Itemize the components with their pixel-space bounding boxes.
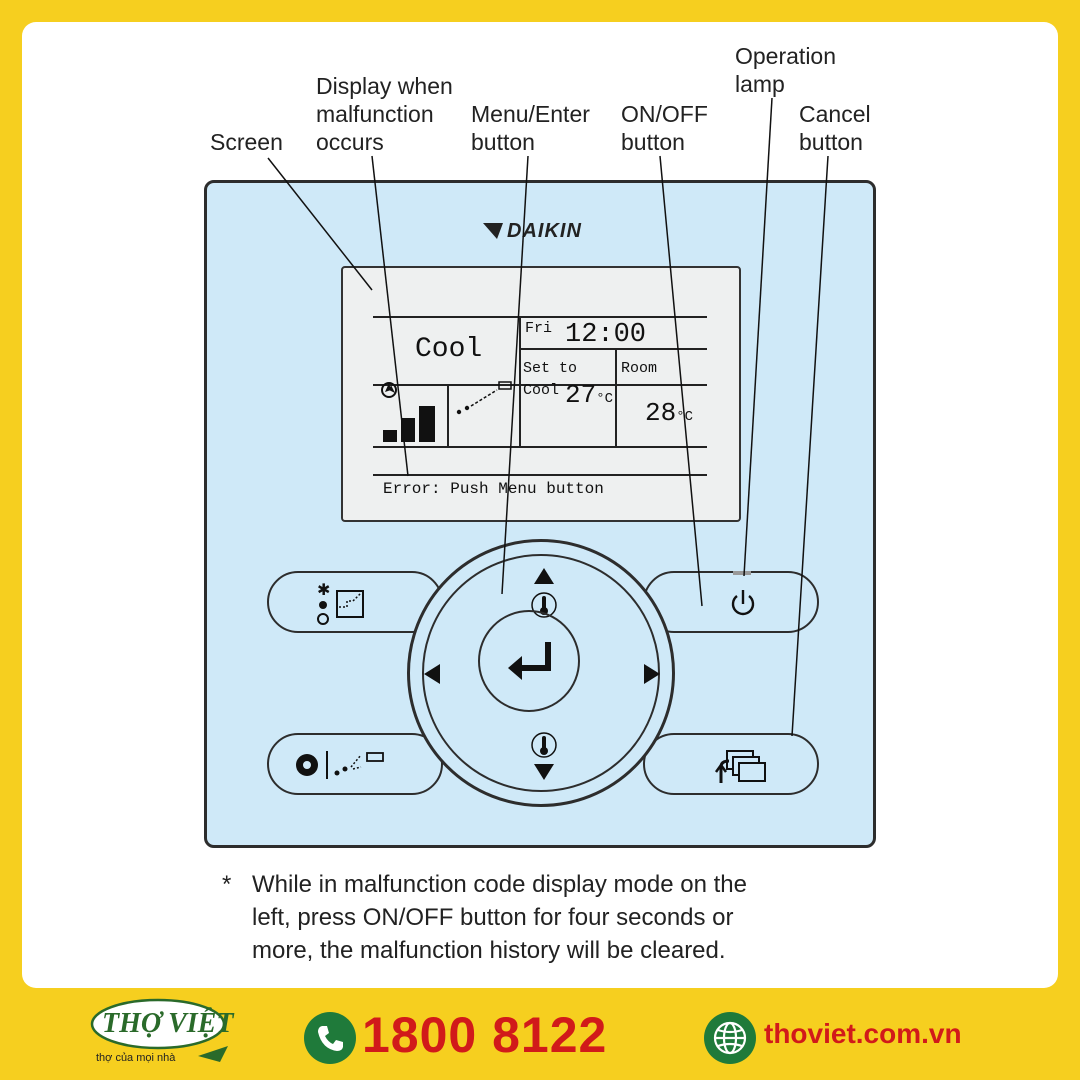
footnote-asterisk: * <box>222 871 232 898</box>
screen-set-label: Set to <box>523 360 578 377</box>
enter-icon <box>508 642 551 680</box>
arrow-down-icon[interactable] <box>534 764 554 780</box>
label-screen: Screen <box>210 129 283 155</box>
cancel-button[interactable] <box>643 733 819 795</box>
label-menu-enter: Menu/Enter button <box>471 101 590 155</box>
screen-cool-label: Cool <box>523 382 560 399</box>
fan-speed-icon <box>381 382 435 442</box>
label-cancel: Cancel button <box>799 101 871 155</box>
brand-name: THỢ VIỆT <box>102 1008 234 1039</box>
label-operation-lamp: Operation lamp <box>735 43 837 97</box>
screen-room-label: Room <box>621 360 658 377</box>
label-display-malfunction: Display when malfunction occurs <box>316 73 453 155</box>
remote-controller: DAIKIN Cool Fri 12:00 Set to Cool 27°C R… <box>204 180 876 848</box>
screen-time: 12:00 <box>565 320 647 350</box>
daikin-logo: DAIKIN <box>483 220 582 243</box>
phone-icon <box>304 1012 356 1064</box>
power-icon <box>731 590 755 616</box>
brand-tagline: thợ của mọi nhà <box>96 1052 176 1064</box>
menu-enter-button[interactable] <box>478 610 580 712</box>
svg-text:✱: ✱ <box>317 580 330 599</box>
footnote-text: While in malfunction code display mode o… <box>252 871 747 964</box>
direction-ring <box>407 539 675 807</box>
arrow-left-icon[interactable] <box>424 664 440 684</box>
screen-day: Fri <box>525 320 553 337</box>
arrow-up-icon[interactable] <box>534 568 554 584</box>
hotline-number[interactable]: 1800 8122 <box>362 1007 608 1063</box>
operation-lamp <box>733 571 751 575</box>
screen-error-text: Error: Push Menu button <box>383 480 604 498</box>
brand-logo-icon <box>90 998 228 1062</box>
website-link[interactable]: thoviet.com.vn <box>764 1018 962 1049</box>
fan-button[interactable] <box>267 733 443 795</box>
footnote: * While in malfunction code display mode… <box>222 868 747 967</box>
thermometer-down-icon <box>531 732 557 758</box>
screen-set-temp: 27°C <box>565 380 614 410</box>
screen-mode: Cool <box>415 334 483 365</box>
on-off-button[interactable] <box>643 571 819 633</box>
arrow-right-icon[interactable] <box>644 664 660 684</box>
fan-direction-icon <box>296 751 384 779</box>
label-on-off: ON/OFF button <box>621 101 708 155</box>
mode-icon: ✱ <box>317 580 364 625</box>
mode-button[interactable]: ✱ <box>267 571 443 633</box>
globe-icon <box>704 1012 756 1064</box>
cancel-icon <box>714 750 766 783</box>
airflow-direction-icon <box>456 381 512 415</box>
